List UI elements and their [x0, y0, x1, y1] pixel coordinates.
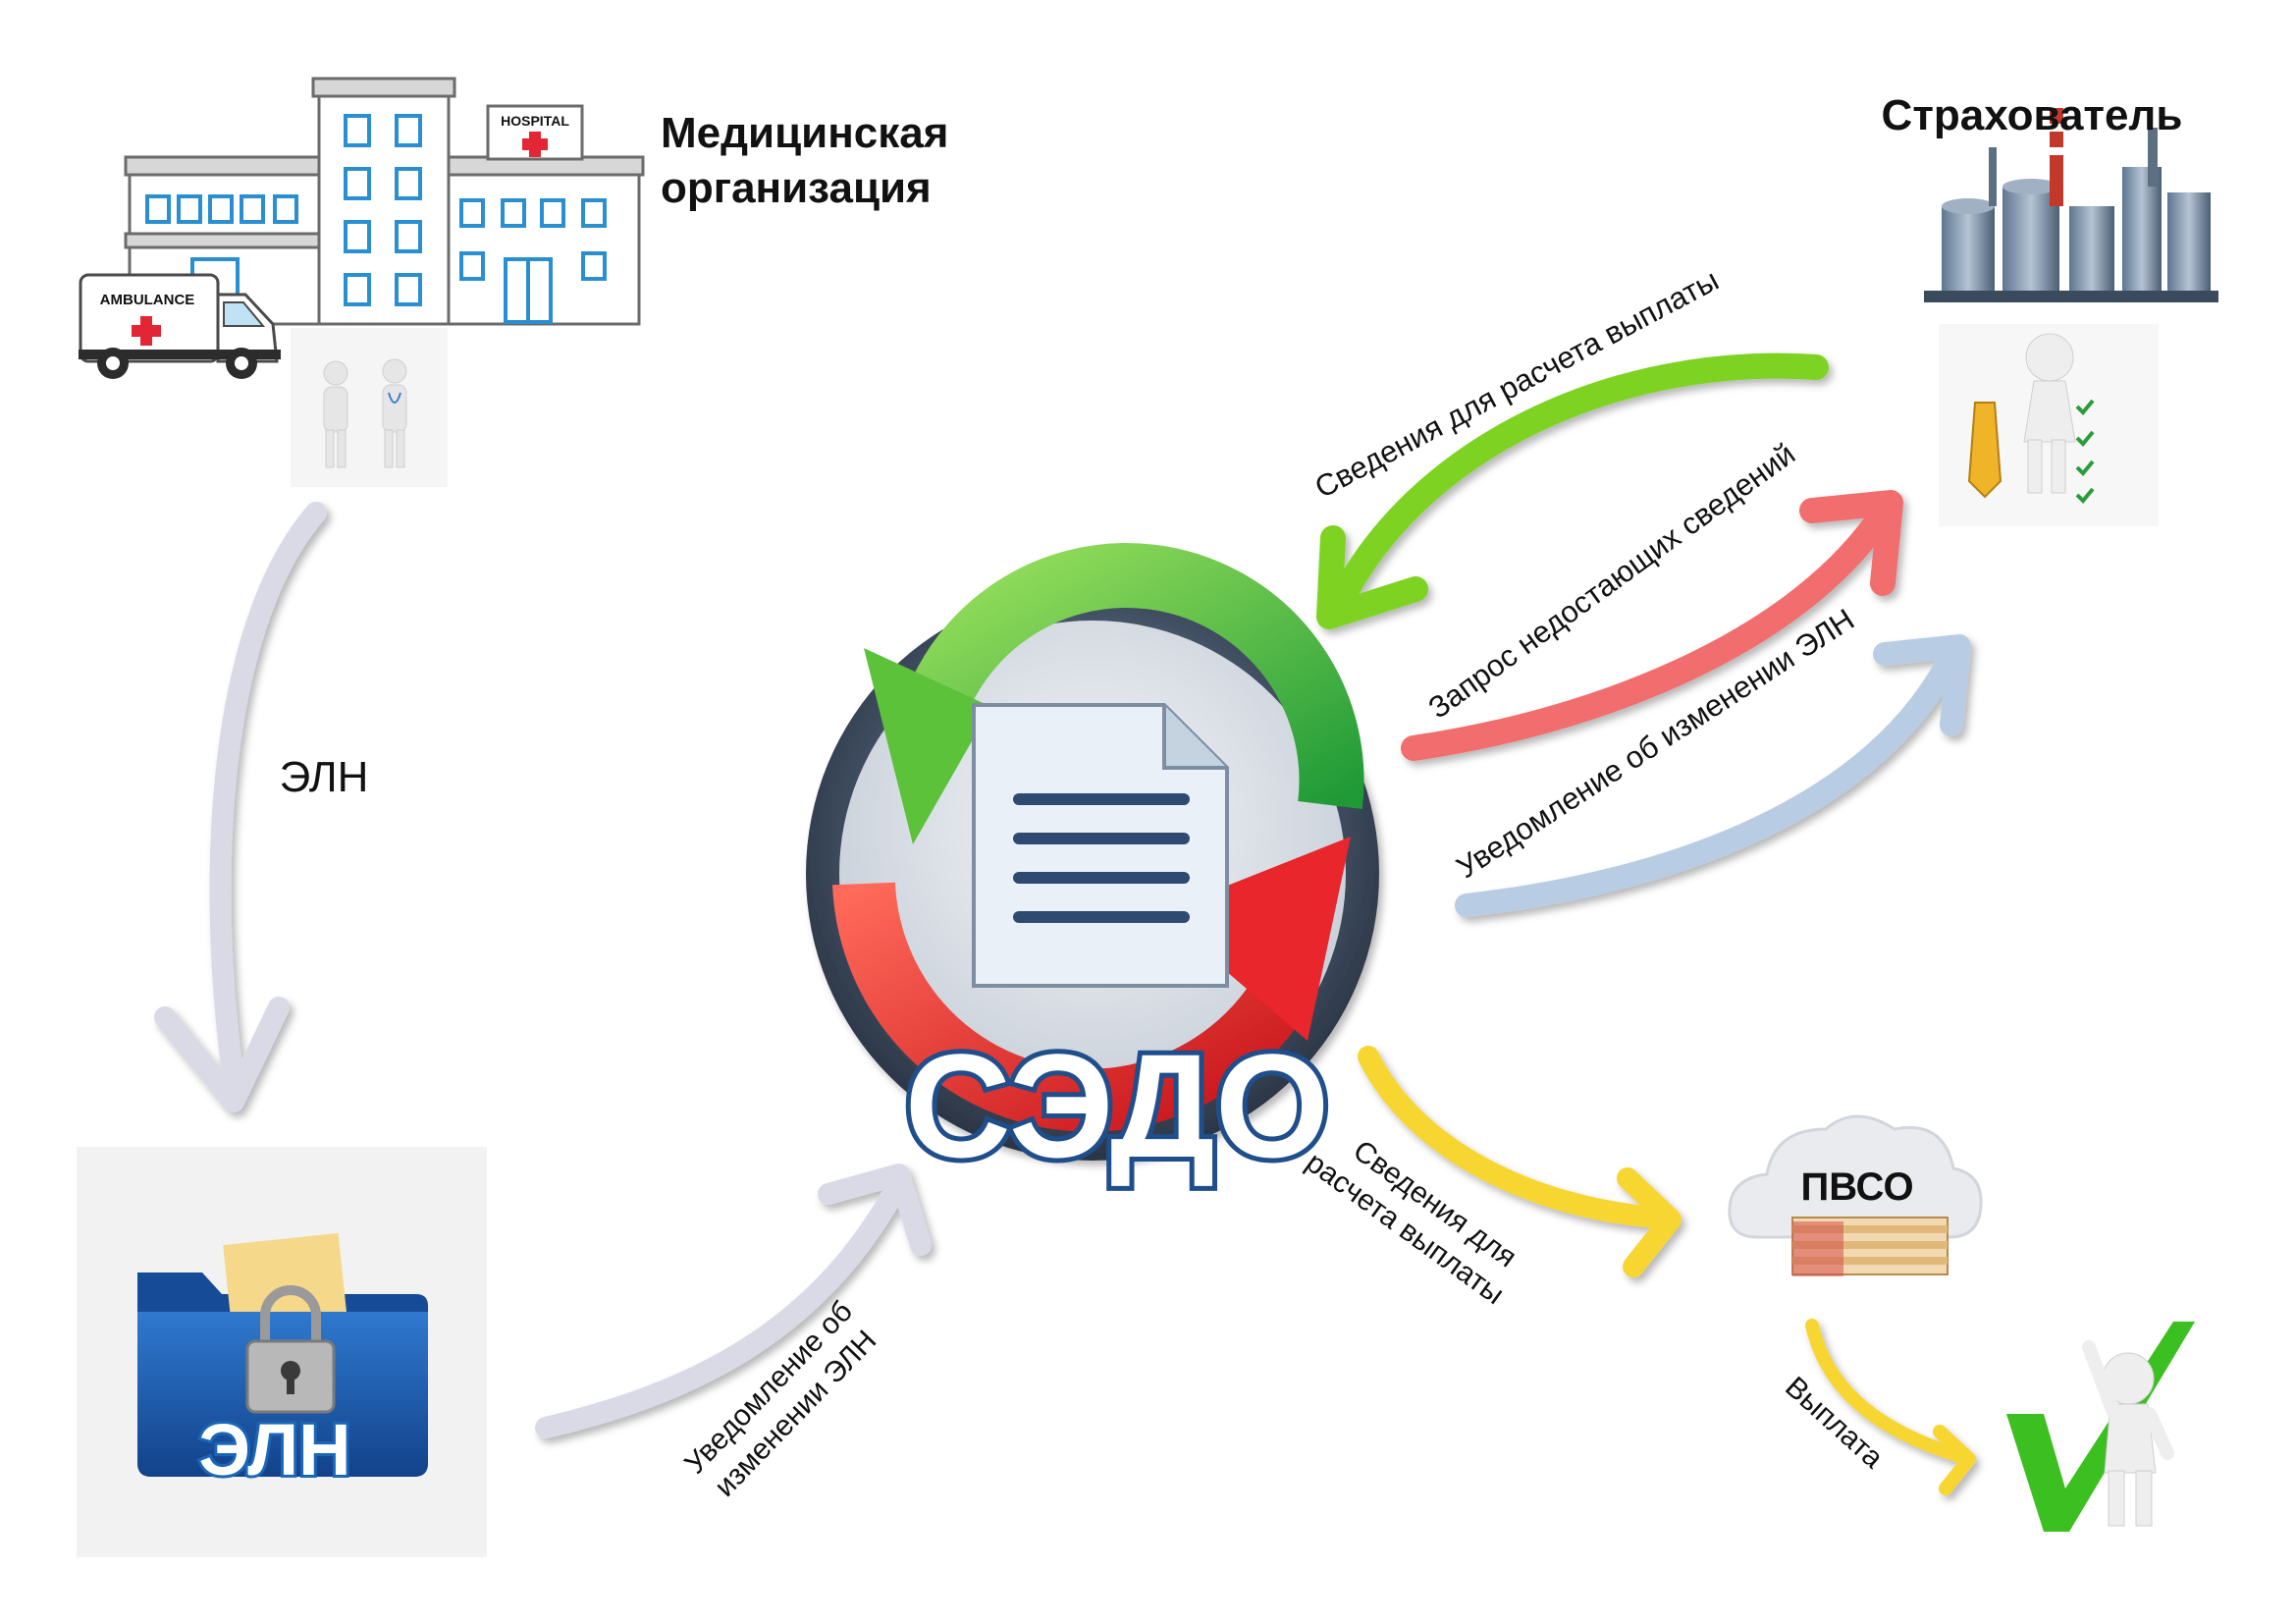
arrow-med-to-eln [154, 502, 327, 1112]
sedo-title: СЭДО [905, 1023, 1330, 1188]
edge-label-sedo-to-psvo: Сведения для расчета выплаты [1300, 1134, 1522, 1311]
medical-org-title-line1: Медицинская [661, 109, 948, 157]
payee-checkmark-icon [2006, 1322, 2195, 1532]
arrow-insurer-to-sedo [1316, 352, 1829, 629]
hospital-icon: HOSPITAL [124, 77, 645, 326]
factory-icon [1911, 79, 2227, 306]
sedo-logo: СЭДО [798, 543, 1387, 1193]
eln-folder-title: ЭЛН [198, 1409, 350, 1490]
insurer-title: Страхователь [1882, 91, 2183, 139]
hospital-sign-text: HOSPITAL [501, 113, 569, 129]
person-checklist-icon [1939, 324, 2159, 526]
arrow-eln-to-sedo [535, 1164, 932, 1438]
eln-folder-icon: ЭЛН [77, 1147, 487, 1557]
arrow-sedo-to-insurer-request [1401, 490, 1903, 761]
arrow-sedo-to-insurer-notify [1455, 634, 1971, 917]
arrow-psvo-to-payee [1805, 1319, 1976, 1495]
sedo-red-arrow-icon [832, 837, 1351, 1132]
ambulance-sign-text: AMBULANCE [100, 292, 195, 308]
money-stack-icon [1791, 1217, 1949, 1276]
edge-label-med-to-eln: ЭЛН [280, 753, 369, 801]
document-icon [972, 703, 1229, 988]
sedo-green-arrow-icon [864, 543, 1364, 844]
arrow-sedo-to-psvo [1358, 1046, 1682, 1277]
doctor-patient-figures [291, 328, 448, 487]
psvo-title: ПВСО [1800, 1165, 1913, 1209]
psvo-cloud-icon: ПВСО [1728, 1114, 1983, 1239]
medical-org-title-line2: организация [661, 164, 932, 212]
ambulance-icon: AMBULANCE [79, 273, 281, 379]
